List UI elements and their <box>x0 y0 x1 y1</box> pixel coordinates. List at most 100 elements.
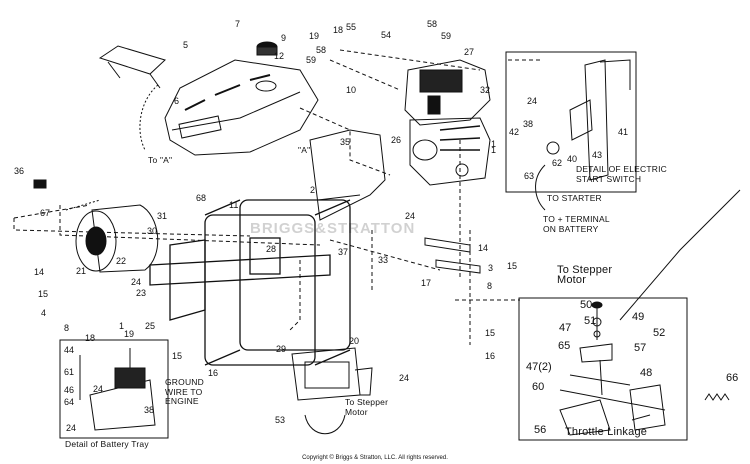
callout-16b: 16 <box>485 351 496 361</box>
callout-36: 36 <box>14 166 25 176</box>
note-stepper-top: To Stepper Motor <box>557 264 613 286</box>
callout-66: 66 <box>726 372 739 384</box>
callout-18b: 18 <box>85 333 96 343</box>
switch-detail-box <box>505 51 637 193</box>
frame <box>149 199 351 366</box>
callout-28: 28 <box>266 244 277 254</box>
callout-27: 27 <box>464 47 475 57</box>
callout-64: 64 <box>64 397 75 407</box>
engine <box>404 59 491 186</box>
callout-2: 2 <box>310 185 316 195</box>
callout-29: 29 <box>276 344 287 354</box>
callout-44: 44 <box>64 345 75 355</box>
callout-63: 63 <box>524 171 535 181</box>
callout-1: 1 <box>491 139 497 149</box>
callout-4: 4 <box>41 308 47 318</box>
callout-53: 53 <box>275 415 286 425</box>
stepper-leader <box>619 189 741 321</box>
callout-42: 42 <box>509 127 520 137</box>
note-to-starter: TO STARTER <box>547 193 602 203</box>
mounting-rails <box>424 237 481 274</box>
note-switch-detail: DETAIL OF ELECTRIC START SWITCH <box>576 164 667 184</box>
callout-5: 5 <box>183 40 189 50</box>
callout-52: 52 <box>653 327 666 339</box>
note-battery-tray: Detail of Battery Tray <box>65 439 149 449</box>
callout-26: 26 <box>391 135 402 145</box>
callout-18: 18 <box>333 25 344 35</box>
note-a-marker: "A" <box>298 145 311 155</box>
callout-59b: 59 <box>306 55 317 65</box>
callout-1b: 1 <box>119 321 125 331</box>
callout-65: 65 <box>558 340 571 352</box>
note-stepper-mid: To Stepper Motor <box>345 397 389 417</box>
callout-8: 8 <box>487 281 493 291</box>
note-to-terminal: TO + TERMINAL ON BATTERY <box>543 214 610 234</box>
battery-detail-box <box>59 339 169 439</box>
callout-49: 49 <box>632 311 645 323</box>
battery-tray <box>79 348 156 431</box>
callout-12: 12 <box>274 51 285 61</box>
callout-24e: 24 <box>93 384 104 394</box>
callout-3: 3 <box>488 263 494 273</box>
watermark: BRIGGS&STRATTON <box>250 220 416 237</box>
callout-20: 20 <box>349 336 360 346</box>
note-to-a: To "A" <box>148 155 173 165</box>
callout-33: 33 <box>378 255 389 265</box>
callout-37: 37 <box>338 247 349 257</box>
wire-53 <box>304 414 346 435</box>
callout-51: 51 <box>584 315 597 327</box>
control-panel <box>291 347 373 401</box>
callout-15b: 15 <box>38 289 49 299</box>
switch-assembly <box>535 59 631 211</box>
note-ground-wire: GROUND WIRE TO ENGINE <box>165 377 204 406</box>
callout-32: 32 <box>480 85 491 95</box>
callout-67: 67 <box>40 208 51 218</box>
callout-24d: 24 <box>66 423 77 433</box>
callout-30: 30 <box>147 226 158 236</box>
callout-16: 16 <box>208 368 219 378</box>
callout-19: 19 <box>309 31 320 41</box>
callout-50: 50 <box>580 299 593 311</box>
callout-43: 43 <box>592 150 603 160</box>
callout-6: 6 <box>174 96 180 106</box>
callout-57: 57 <box>634 342 647 354</box>
callout-41: 41 <box>618 127 629 137</box>
rear-panel <box>309 129 386 221</box>
callout-46: 46 <box>64 385 75 395</box>
spring-66 <box>704 393 730 401</box>
callout-15c: 15 <box>172 351 183 361</box>
throttle-linkage <box>559 301 666 436</box>
tank-bracket <box>98 45 166 151</box>
callout-60: 60 <box>532 381 545 393</box>
callout-22: 22 <box>116 256 127 266</box>
callout-61: 61 <box>64 367 75 377</box>
callout-23: 23 <box>136 288 147 298</box>
callout-58: 58 <box>427 19 438 29</box>
note-throttle: Throttle Linkage <box>565 426 648 438</box>
alternator <box>75 204 159 273</box>
callout-24f: 24 <box>527 96 538 106</box>
callout-59: 59 <box>441 31 452 41</box>
fuel-cap <box>256 41 278 56</box>
callout-24: 24 <box>405 211 416 221</box>
callout-56: 56 <box>534 424 547 436</box>
callout-62: 62 <box>552 158 563 168</box>
callout-38: 38 <box>144 405 155 415</box>
callout-47-2: 47(2) <box>526 361 552 373</box>
callout-7: 7 <box>235 19 241 29</box>
callout-1c: 1 <box>491 145 497 155</box>
leader-lines <box>13 49 540 345</box>
throttle-detail-box <box>518 297 688 441</box>
callout-68: 68 <box>196 193 207 203</box>
callout-48: 48 <box>640 367 653 379</box>
callout-24c: 24 <box>399 373 410 383</box>
callout-31: 31 <box>157 211 168 221</box>
callout-19b: 19 <box>124 329 135 339</box>
callout-15: 15 <box>507 261 518 271</box>
copyright-text: Copyright © Briggs & Stratton, LLC. All … <box>302 455 448 461</box>
callout-10: 10 <box>346 85 357 95</box>
callout-25: 25 <box>145 321 156 331</box>
callout-14b: 14 <box>34 267 45 277</box>
